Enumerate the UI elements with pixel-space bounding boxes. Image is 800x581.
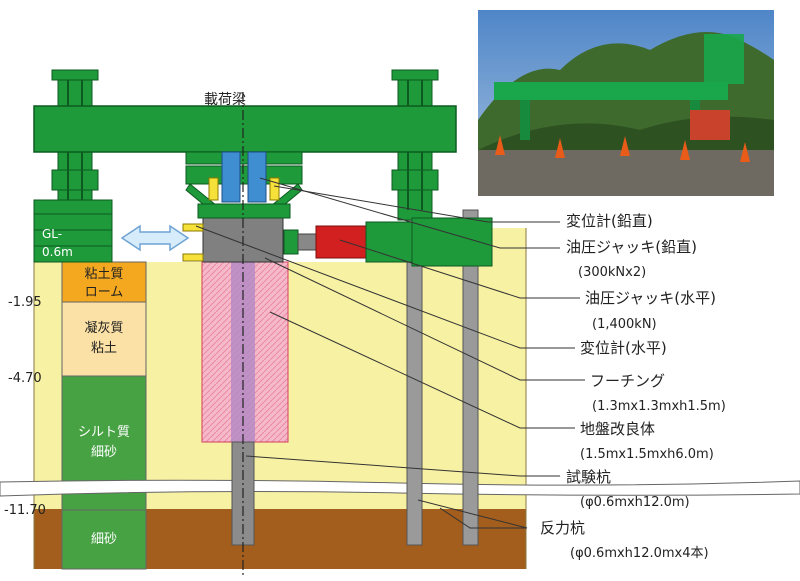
ground-top-right bbox=[492, 228, 526, 262]
callout-test-pile-sub: (φ0.6mxh12.0m) bbox=[580, 495, 690, 510]
horizontal-gauge-bottom bbox=[182, 253, 204, 262]
soil-column bbox=[61, 261, 147, 570]
break-band bbox=[0, 479, 800, 497]
leader-lines bbox=[195, 177, 585, 529]
layer-silt-line2: 細砂 bbox=[91, 445, 117, 460]
gl-label: GL- bbox=[42, 227, 62, 241]
vertical-jack-left bbox=[221, 151, 241, 203]
layer-silt-line1: シルト質 bbox=[78, 425, 130, 440]
horizontal-load-arrow bbox=[120, 224, 190, 252]
callout-horizontal-gauge: 変位計(水平) bbox=[580, 339, 667, 357]
horizontal-jack bbox=[283, 217, 493, 267]
layer-fine-sand bbox=[61, 509, 147, 570]
layer-loam bbox=[61, 261, 147, 303]
gl-block bbox=[33, 199, 113, 263]
layer-fine-sand: 細砂 bbox=[91, 532, 117, 547]
layer-loam-line1: 粘土質 bbox=[84, 267, 123, 282]
depth-1: -1.95 bbox=[8, 295, 42, 310]
callout-vertical-jack: 油圧ジャッキ(鉛直) bbox=[566, 238, 697, 256]
layer-loam-line2: ローム bbox=[85, 285, 124, 300]
vertical-gauge-left bbox=[208, 177, 219, 201]
callout-horizontal-jack-sub: (1,400kN) bbox=[592, 317, 657, 332]
callout-improved-body-sub: (1.5mx1.5mxh6.0m) bbox=[580, 447, 714, 462]
depth-2: -4.70 bbox=[8, 371, 42, 386]
callout-vertical-jack-sub: (300kNx2) bbox=[578, 265, 646, 280]
callout-footing-sub: (1.3mx1.3mxh1.5m) bbox=[592, 399, 726, 414]
gl-depth: 0.6m bbox=[42, 245, 73, 259]
vertical-gauge-right bbox=[269, 177, 280, 201]
horizontal-gauge-top bbox=[182, 223, 204, 232]
callout-horizontal-jack: 油圧ジャッキ(水平) bbox=[585, 289, 716, 307]
callout-footing: フーチング bbox=[590, 372, 665, 390]
beam-label: 載荷梁 bbox=[204, 92, 246, 108]
callout-improved-body: 地盤改良体 bbox=[580, 420, 655, 438]
reaction-pile-right bbox=[462, 209, 479, 546]
layer-tuff-line2: 粘土 bbox=[91, 341, 117, 356]
callout-vertical-gauge: 変位計(鉛直) bbox=[566, 212, 653, 230]
vertical-jack-right bbox=[247, 151, 267, 203]
callout-reaction-pile: 反力杭 bbox=[540, 519, 585, 537]
depth-3: -11.70 bbox=[4, 503, 46, 518]
layer-tuff-line1: 凝灰質 bbox=[84, 320, 123, 336]
loading-beam bbox=[33, 105, 457, 153]
callout-reaction-pile-sub: (φ0.6mxh12.0mx4本) bbox=[570, 546, 709, 561]
site-photo bbox=[478, 10, 774, 196]
callout-test-pile: 試験杭 bbox=[566, 468, 611, 486]
layer-tuff-clay bbox=[61, 301, 147, 377]
